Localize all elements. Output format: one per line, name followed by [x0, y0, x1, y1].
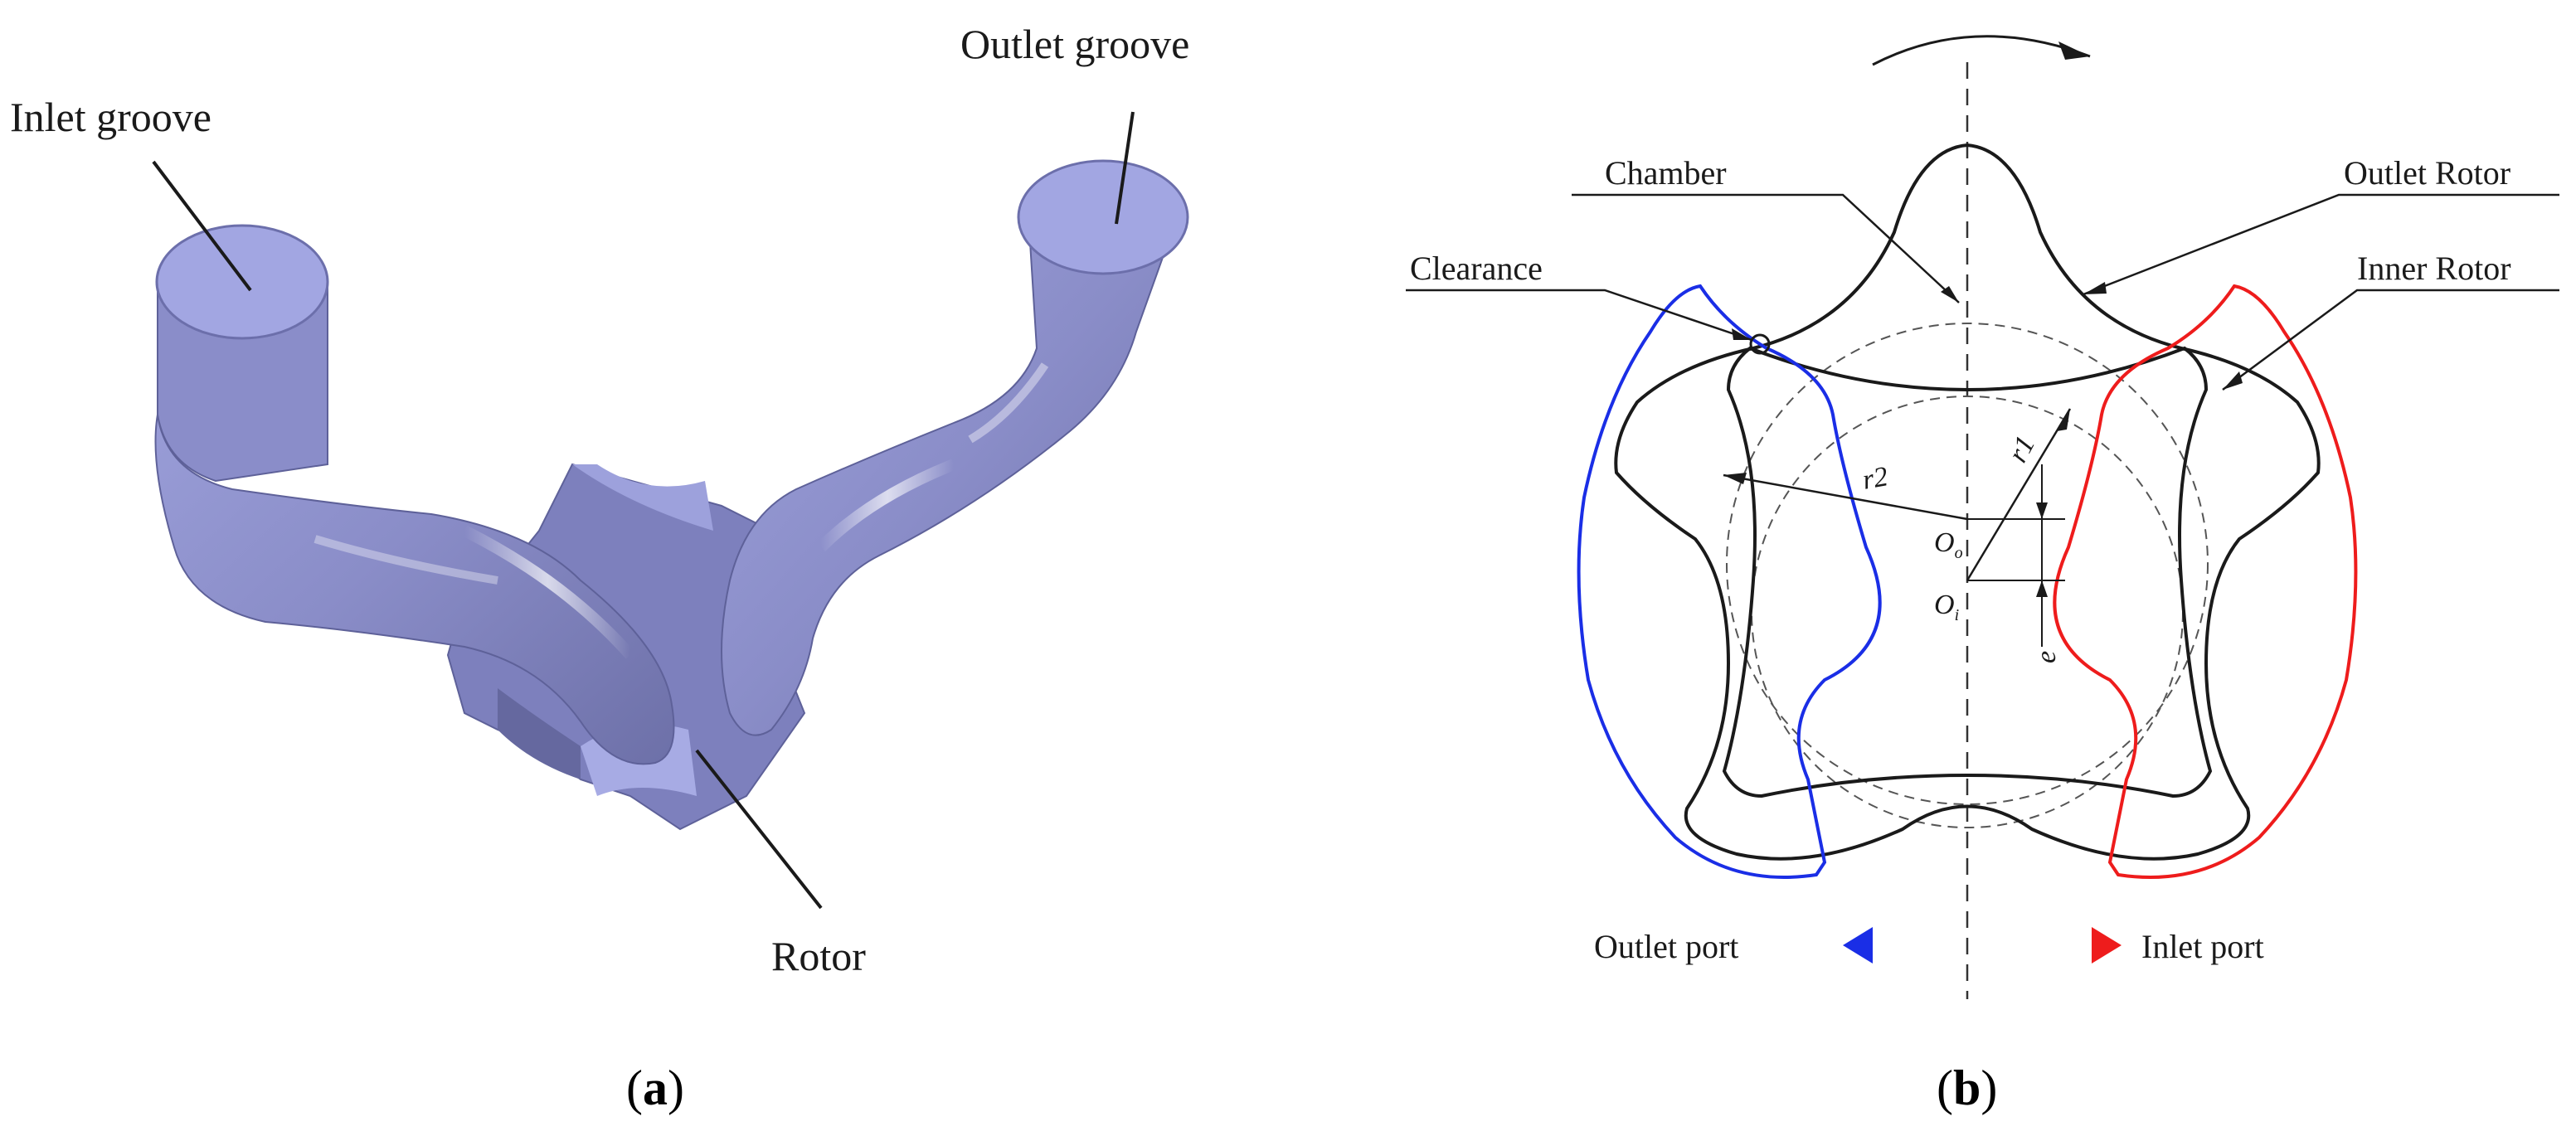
r2-dimension: [1723, 473, 1968, 521]
inner-rotor-profile: [1722, 346, 2213, 798]
o-i-label: Oi: [1934, 590, 1959, 624]
inlet-port-outline: [2053, 284, 2358, 879]
rotation-arrow-icon: [1872, 35, 2091, 66]
outlet-rotor-profile: [1614, 143, 2321, 861]
outlet-groove-label: Outlet groove: [960, 21, 1189, 67]
outlet-pipe: [721, 159, 1189, 736]
o-o-label: Oo: [1934, 527, 1963, 562]
chamber-leader: [1572, 193, 1960, 303]
r1-label: r1: [2002, 431, 2041, 468]
panel-a-3d-model: Inlet groove Outlet groove Rotor (a): [10, 21, 1189, 1115]
panel-b-schematic: Chamber Outlet Rotor Clearance Inner Rot…: [1406, 35, 2559, 1115]
pitch-circle-outer: [1726, 323, 2209, 805]
clearance-label: Clearance: [1410, 250, 1543, 287]
inlet-groove-label: Inlet groove: [10, 94, 211, 140]
inlet-groove-leader: [152, 160, 252, 292]
r2-label: r2: [1860, 461, 1890, 496]
rotor-label: Rotor: [771, 933, 866, 979]
e-label: e: [2031, 651, 2062, 663]
clearance-leader: [1406, 289, 1752, 342]
outlet-rotor-label: Outlet Rotor: [2344, 154, 2510, 192]
inlet-pipe: [154, 224, 675, 765]
outlet-groove-leader: [1115, 111, 1135, 225]
chamber-label: Chamber: [1605, 154, 1727, 192]
inner-rotor-leader: [2222, 289, 2559, 391]
outlet-port-label: Outlet port: [1594, 928, 1738, 965]
outlet-port-outline: [1577, 284, 1882, 879]
outlet-rotor-leader: [2083, 193, 2559, 296]
inner-rotor-label: Inner Rotor: [2357, 250, 2511, 287]
clearance-marker: [1749, 333, 1771, 355]
inlet-port-label: Inlet port: [2141, 928, 2264, 965]
panel-a-caption: (a): [626, 1061, 684, 1115]
outlet-port-arrow-icon: [1843, 927, 1873, 964]
r1-dimension: [1966, 408, 2072, 581]
rotor-leader: [695, 749, 823, 910]
panel-b-caption: (b): [1937, 1061, 1997, 1115]
inlet-port-arrow-icon: [2092, 927, 2122, 964]
